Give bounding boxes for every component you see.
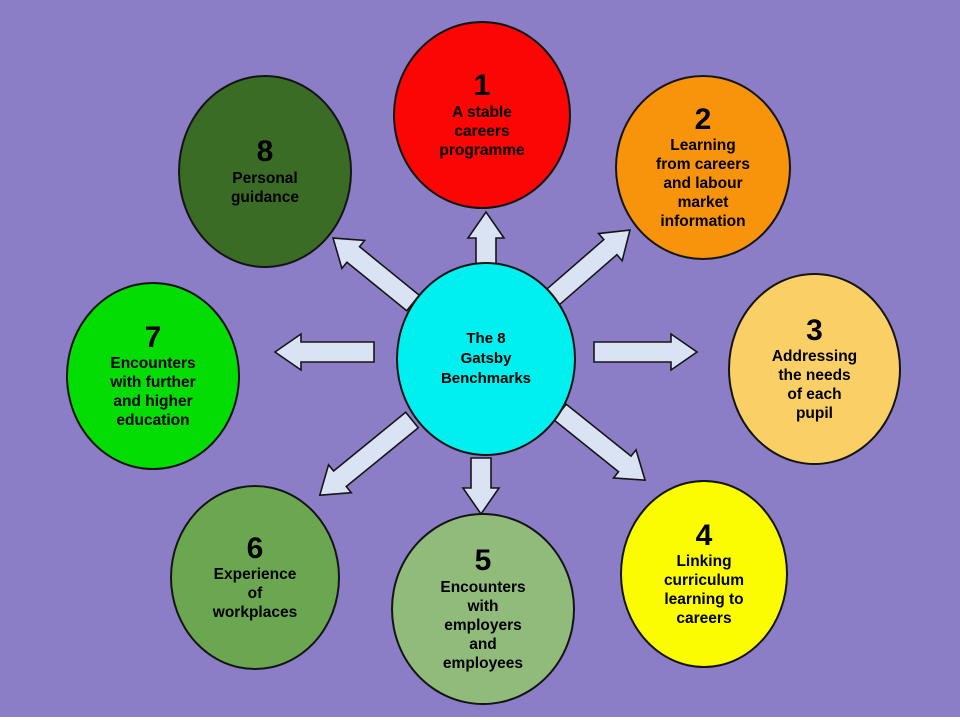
arrow-down-right bbox=[552, 403, 647, 482]
benchmark-2-ellipse: 2 Learning from careers and labour marke… bbox=[615, 75, 791, 260]
benchmark-2-number: 2 bbox=[694, 102, 712, 136]
benchmark-6-ellipse: 6 Experience of workplaces bbox=[170, 485, 340, 670]
arrow-down bbox=[461, 457, 501, 516]
benchmark-7-number: 7 bbox=[144, 320, 162, 354]
benchmark-7-ellipse: 7 Encounters with further and higher edu… bbox=[66, 282, 240, 470]
benchmark-3-label: Addressing the needs of each pupil bbox=[771, 348, 858, 423]
arrow-up-left bbox=[331, 237, 421, 312]
benchmark-5-ellipse: 5 Encounters with employers and employee… bbox=[391, 513, 575, 705]
benchmark-4-label: Linking curriculum learning to careers bbox=[663, 553, 745, 628]
benchmark-8-ellipse: 8 Personal guidance bbox=[178, 75, 352, 268]
arrow-up bbox=[466, 210, 506, 269]
benchmark-1-ellipse: 1 A stable careers programme bbox=[393, 21, 571, 209]
benchmark-6-number: 6 bbox=[246, 531, 264, 565]
arrow-down-left bbox=[318, 411, 420, 497]
arrow-left bbox=[273, 332, 375, 372]
benchmark-8-number: 8 bbox=[256, 135, 274, 169]
benchmark-6-label: Experience of workplaces bbox=[212, 566, 298, 622]
arrow-up-right bbox=[545, 229, 632, 306]
arrow-right bbox=[593, 332, 699, 372]
benchmark-7-label: Encounters with further and higher educa… bbox=[110, 355, 196, 430]
benchmark-5-number: 5 bbox=[474, 544, 492, 578]
benchmark-3-ellipse: 3 Addressing the needs of each pupil bbox=[728, 273, 901, 465]
benchmark-1-label: A stable careers programme bbox=[439, 103, 525, 159]
benchmark-5-label: Encounters with employers and employees bbox=[440, 578, 526, 672]
benchmark-4-number: 4 bbox=[695, 518, 713, 552]
benchmark-2-label: Learning from careers and labour market … bbox=[656, 137, 750, 231]
benchmark-3-number: 3 bbox=[806, 313, 823, 347]
benchmark-1-number: 1 bbox=[473, 69, 491, 103]
center-ellipse: The 8 Gatsby Benchmarks bbox=[396, 262, 576, 456]
benchmark-8-label: Personal guidance bbox=[230, 169, 300, 206]
center-label: The 8 Gatsby Benchmarks bbox=[440, 329, 532, 388]
benchmark-4-ellipse: 4 Linking curriculum learning to careers bbox=[620, 480, 788, 668]
